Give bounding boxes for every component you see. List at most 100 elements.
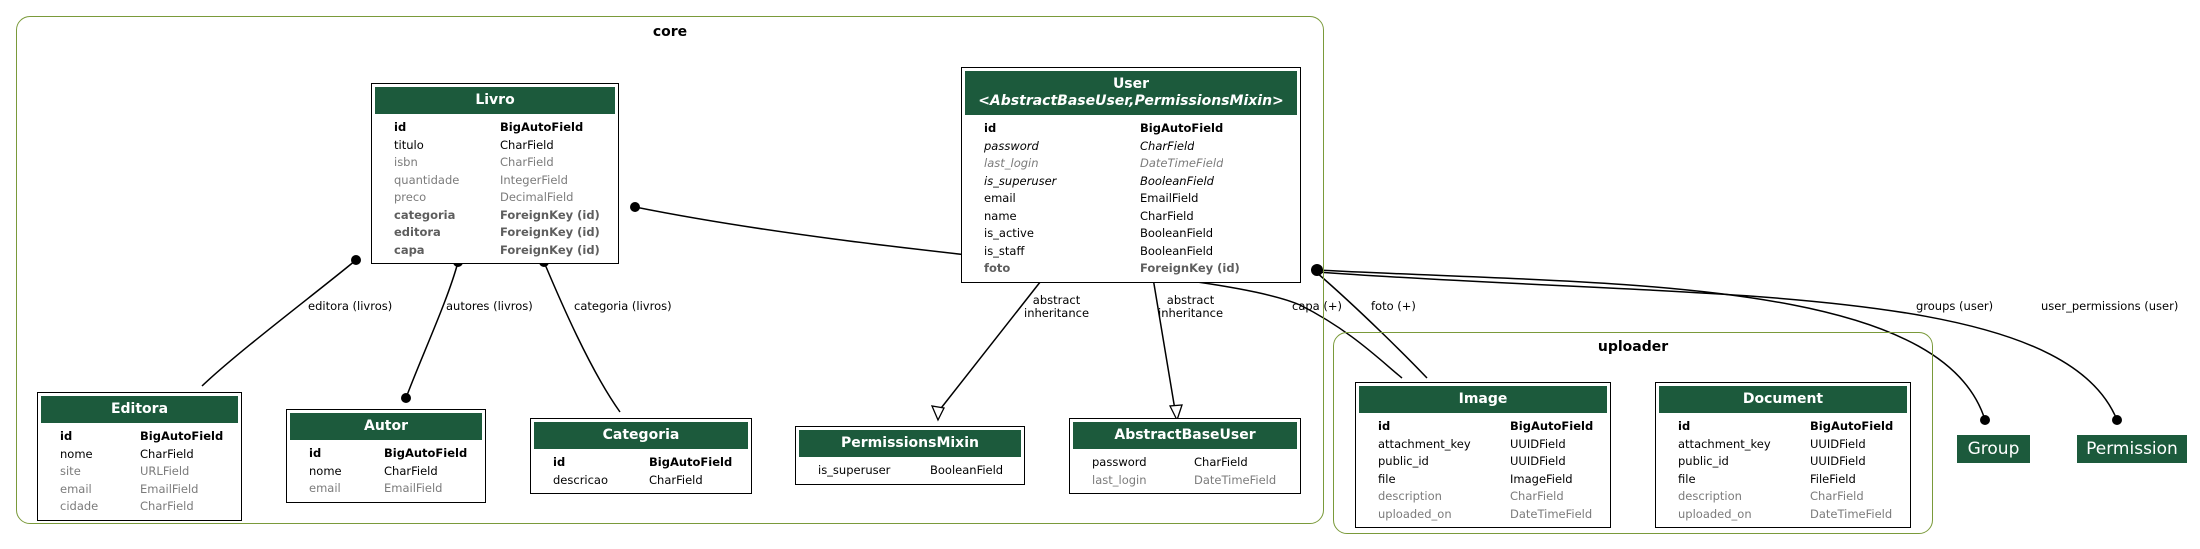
field-type: ForeignKey (id): [500, 242, 600, 257]
entity-title: User<AbstractBaseUser,PermissionsMixin>: [965, 71, 1297, 115]
entity-name: Document: [1742, 391, 1824, 407]
entity-subtitle: <AbstractBaseUser,PermissionsMixin>: [978, 93, 1284, 109]
edge-label-line: abstract: [1166, 293, 1215, 307]
field-name: cidade: [60, 499, 99, 513]
field-type: CharField: [384, 463, 438, 478]
field-name: site: [60, 464, 81, 478]
field-name: id: [1378, 419, 1391, 433]
field-name: file: [1378, 471, 1396, 486]
field-type: ForeignKey (id): [500, 225, 600, 239]
field-name: uploaded_on: [1378, 506, 1452, 521]
field-name: name: [984, 208, 1017, 223]
edge-label-groups: groups (user): [1916, 299, 1994, 313]
edge-label-inheritance: abstract inheritance: [1024, 294, 1089, 320]
entity-name: Autor: [363, 418, 409, 434]
field-name: attachment_key: [1378, 436, 1471, 451]
field-name: uploaded_on: [1678, 506, 1752, 521]
field-row: password CharField: [962, 138, 1300, 156]
field-row: nome CharField: [287, 463, 485, 481]
field-row: last_login DateTimeField: [1070, 472, 1300, 490]
field-name: nome: [309, 463, 342, 478]
endpoint-dot: [351, 255, 361, 265]
field-name: id: [553, 455, 566, 469]
entity-title: Document: [1659, 386, 1907, 413]
edge-label-categoria: categoria (livros): [574, 299, 672, 313]
field-type: DateTimeField: [1194, 472, 1277, 487]
field-name: is_superuser: [818, 463, 891, 477]
external-group[interactable]: Group: [1957, 435, 2030, 463]
field-name: id: [309, 446, 322, 460]
field-name: email: [309, 481, 341, 495]
field-type: EmailField: [140, 481, 199, 496]
field-name: file: [1678, 471, 1696, 486]
field-type: CharField: [1140, 138, 1195, 153]
field-name: quantidade: [394, 172, 460, 187]
field-type: CharField: [1810, 489, 1864, 503]
field-name: categoria: [394, 207, 456, 222]
field-name: description: [1678, 489, 1742, 503]
field-name: id: [1678, 419, 1691, 433]
entity-user[interactable]: User<AbstractBaseUser,PermissionsMixin> i…: [961, 67, 1301, 283]
field-type: BigAutoField: [500, 120, 584, 134]
field-type: CharField: [140, 446, 194, 461]
edge-capa: [634, 206, 1403, 379]
entity-name: Editora: [110, 401, 169, 417]
edge-autores: [405, 261, 459, 399]
field-name: email: [984, 191, 1016, 205]
field-type: EmailField: [1140, 191, 1199, 205]
field-name: foto: [984, 261, 1011, 275]
field-type: EmailField: [384, 481, 443, 495]
edge-label-autores: autores (livros): [446, 299, 533, 313]
field-type: BigAutoField: [140, 429, 224, 443]
entity-title: Categoria: [534, 422, 748, 449]
edge-label-line: inheritance: [1024, 306, 1090, 320]
field-row: id BigAutoField: [1656, 418, 1910, 436]
field-type: DateTimeField: [1810, 506, 1893, 521]
cluster-title: core: [652, 24, 688, 40]
field-type: CharField: [649, 472, 703, 487]
field-type: BigAutoField: [1810, 419, 1894, 433]
field-name: last_login: [1092, 472, 1147, 487]
field-name: id: [394, 120, 407, 134]
field-type: CharField: [1510, 489, 1564, 503]
entity-title: AbstractBaseUser: [1073, 422, 1297, 449]
field-name: is_superuser: [984, 173, 1057, 188]
field-name: nome: [60, 446, 93, 461]
inheritance-arrowhead: [1168, 404, 1183, 422]
field-row: description CharField: [1656, 488, 1910, 506]
entity-title: Editora: [41, 396, 238, 423]
edge-label-editora: editora (livros): [308, 299, 393, 313]
edge-label-capa: capa (+): [1292, 299, 1342, 313]
field-type: IntegerField: [500, 172, 568, 187]
external-permission[interactable]: Permission: [2077, 435, 2187, 463]
edge-label-line: inheritance: [1158, 306, 1224, 320]
field-type: UUIDField: [1810, 454, 1866, 468]
field-name: password: [984, 138, 1039, 153]
field-type: CharField: [500, 155, 554, 169]
field-name: editora: [394, 225, 441, 239]
field-type: BooleanField: [1140, 173, 1214, 188]
